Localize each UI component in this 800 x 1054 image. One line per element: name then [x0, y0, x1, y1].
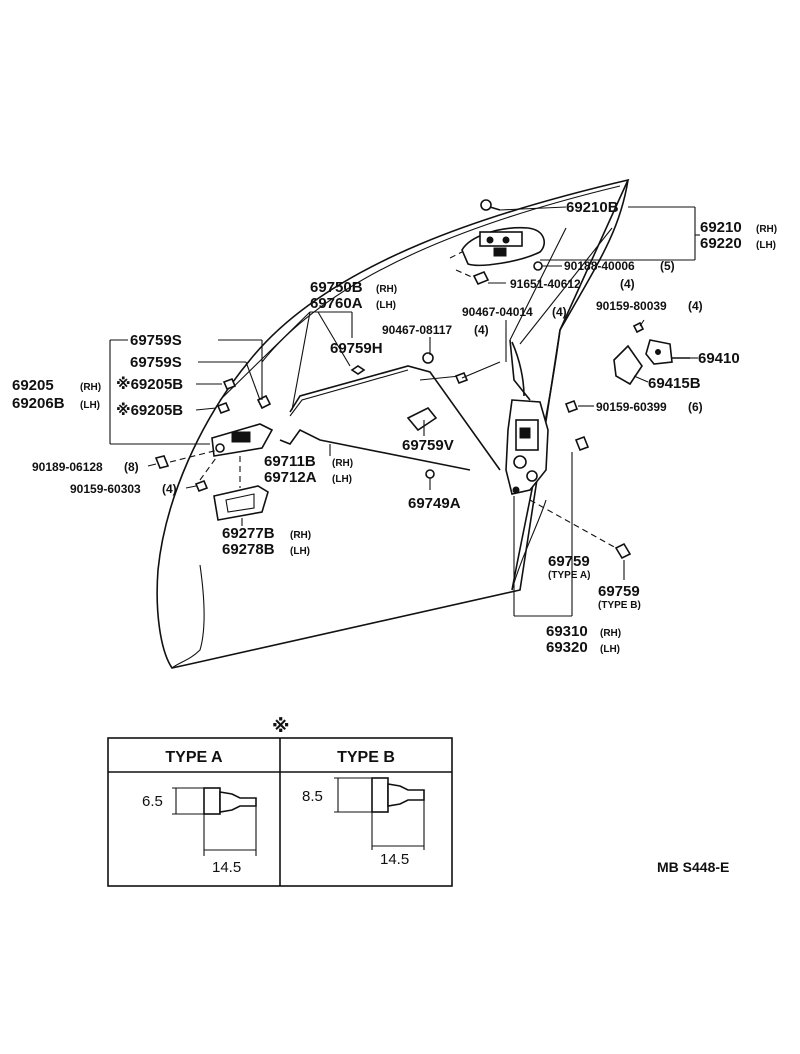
label-69711b-rh: (RH): [332, 458, 353, 469]
label-69205b-b: ※69205B: [116, 401, 183, 419]
type-a-length: 14.5: [212, 859, 241, 876]
label-69205-rh: (RH): [80, 382, 101, 393]
label-69205: 69205: [12, 377, 54, 394]
door-lock-striker: [645, 339, 690, 365]
label-69277b: 69277B: [222, 525, 275, 542]
label-69760a-lh: (LH): [376, 300, 396, 311]
rod-clips: [154, 352, 632, 560]
label-69310: 69310: [546, 623, 588, 640]
type-b-clip-drawing: 8.5 14.5: [302, 777, 425, 868]
label-69206b: 69206B: [12, 395, 65, 412]
inside-door-handle: [211, 423, 274, 457]
label-69220: 69220: [700, 235, 742, 252]
label-69750b-rh: (RH): [376, 284, 397, 295]
type-b-header: TYPE B: [337, 749, 395, 766]
type-b-height: 8.5: [302, 788, 323, 805]
label-69320: 69320: [546, 639, 588, 656]
label-69220-lh: (LH): [756, 240, 776, 251]
part-labels: 69210B 69210 (RH) 69220 (LH) 90188-40006…: [12, 199, 777, 656]
label-69415b: 69415B: [648, 375, 701, 392]
label-69759-type-b: 69759: [598, 583, 640, 600]
door-panel-outline: [156, 178, 630, 669]
label-91651-qty: (4): [620, 277, 635, 291]
control-rods: [279, 339, 531, 471]
label-69205b-a: ※69205B: [116, 375, 183, 393]
inside-handle-bezel: [213, 485, 269, 521]
label-69759-type-a-note: (TYPE A): [548, 570, 590, 581]
striker-shim: [613, 344, 643, 386]
screw-91651: [472, 270, 490, 286]
label-90467-04014: 90467-04014: [462, 305, 533, 319]
label-69760a: 69760A: [310, 295, 363, 312]
label-69759h: 69759H: [330, 340, 383, 357]
bolt-69210b: [480, 199, 501, 211]
label-90188-qty: (5): [660, 259, 675, 273]
label-90159-60399: 90159-60399: [596, 400, 667, 414]
label-90188: 90188-40006: [564, 259, 635, 273]
table-marker: ※: [272, 716, 290, 736]
label-90159-60399-qty: (6): [688, 400, 703, 414]
label-69278b-lh: (LH): [290, 546, 310, 557]
screw-90159-60399: [564, 399, 579, 414]
label-90189-qty: (8): [124, 460, 139, 474]
screw-90188: [533, 261, 543, 271]
label-69206b-lh: (LH): [80, 400, 100, 411]
type-a-clip-drawing: 6.5 14.5: [142, 787, 257, 876]
label-69277b-rh: (RH): [290, 530, 311, 541]
label-69210: 69210: [700, 219, 742, 236]
label-69750b: 69750B: [310, 279, 363, 296]
door-lock-assembly: [505, 399, 549, 495]
outside-door-handle: [461, 226, 545, 267]
label-69749a: 69749A: [408, 495, 461, 512]
label-69759s-b: 69759S: [130, 354, 182, 371]
type-b-length: 14.5: [380, 851, 409, 868]
label-90159-60303: 90159-60303: [70, 482, 141, 496]
label-90189: 90189-06128: [32, 460, 103, 474]
label-90159-60303-qty: (4): [162, 482, 177, 496]
label-91651: 91651-40612: [510, 277, 581, 291]
label-69759v: 69759V: [402, 437, 454, 454]
label-90159-80039-qty: (4): [688, 299, 703, 313]
type-a-header: TYPE A: [165, 749, 223, 766]
clip-type-table: ※ TYPE A TYPE B 6.5 14.5: [107, 716, 453, 887]
label-69210b: 69210B: [566, 199, 619, 216]
label-69712a: 69712A: [264, 469, 317, 486]
label-69320-lh: (LH): [600, 644, 620, 655]
leader-lines: [109, 206, 700, 617]
label-69759-type-a: 69759: [548, 553, 590, 570]
label-90159-80039: 90159-80039: [596, 299, 667, 313]
rod-protector: [406, 406, 438, 432]
type-a-height: 6.5: [142, 793, 163, 810]
label-69759-type-b-note: (TYPE B): [598, 600, 641, 611]
label-69759s-a: 69759S: [130, 332, 182, 349]
label-69310-rh: (RH): [600, 628, 621, 639]
drawing-code: MB S448-E: [657, 859, 729, 875]
label-69278b: 69278B: [222, 541, 275, 558]
label-69210-rh: (RH): [756, 224, 777, 235]
label-90467-04014-qty: (4): [552, 305, 567, 319]
label-69711b: 69711B: [264, 453, 316, 470]
label-69712a-lh: (LH): [332, 474, 352, 485]
label-90467-08117: 90467-08117: [382, 323, 452, 337]
label-90467-08117-qty: (4): [474, 323, 489, 337]
label-69410: 69410: [698, 350, 740, 367]
